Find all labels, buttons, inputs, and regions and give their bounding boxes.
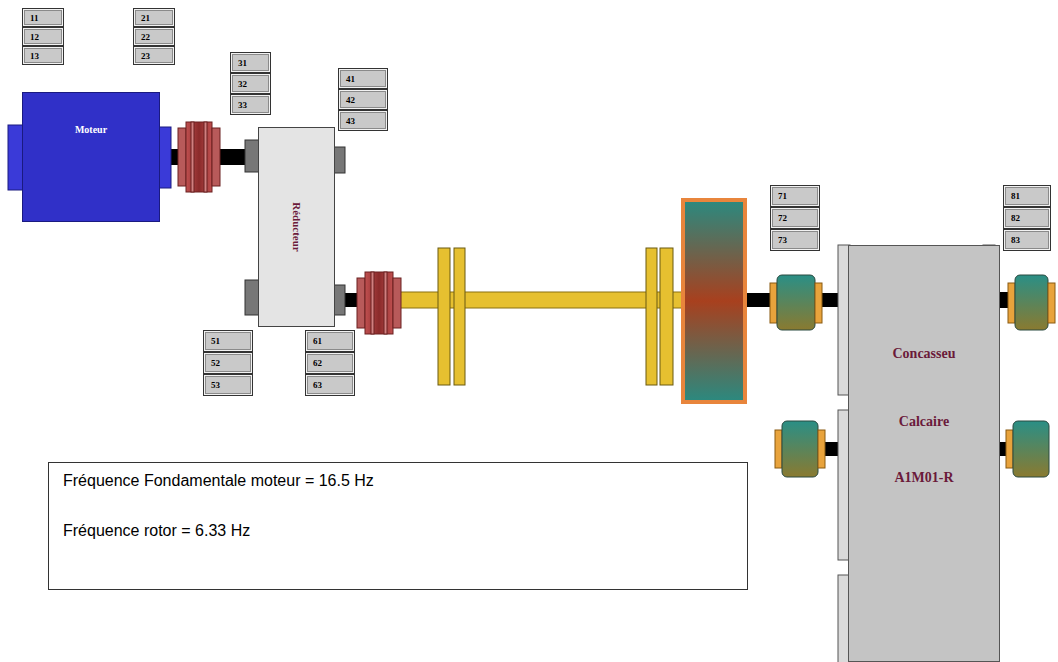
callout-box: 61 [305,330,355,352]
callout-number: 52 [211,358,220,368]
callout-number: 21 [141,13,150,23]
callout-box: 72 [770,207,820,229]
callout-number: 81 [1011,191,1020,201]
callout-number: 12 [30,32,39,42]
callout-box: 62 [305,352,355,374]
callout-box: 73 [770,229,820,251]
callout-box: 42 [338,89,388,110]
callout-number: 31 [238,58,247,68]
callout-number: 22 [141,32,150,42]
callout-number: 71 [778,191,787,201]
callout-box: 53 [203,374,253,396]
callout-box: 52 [203,352,253,374]
callout-number: 73 [778,235,787,245]
callout-box: 71 [770,185,820,207]
gearbox-label: Réducteur [291,202,303,252]
crusher-label: A1M01-R [849,469,999,486]
callout-number: 82 [1011,213,1020,223]
crusher-box: ConcasseuCalcaireA1M01-R [848,245,1000,662]
gearbox-box: Réducteur [258,127,335,327]
callout-box: 43 [338,110,388,131]
callout-box: 63 [305,374,355,396]
callout-box: 22 [133,27,175,46]
callout-box: 12 [22,27,64,46]
callout-box: 32 [230,73,271,94]
callout-box: 51 [203,330,253,352]
callout-number: 11 [30,13,39,23]
callout-box: 21 [133,8,175,27]
callout-box: 82 [1003,207,1051,229]
motor-box: Moteur [22,92,160,222]
callout-number: 63 [313,380,322,390]
motor-label: Moteur [75,124,107,135]
callout-box: 23 [133,46,175,65]
callout-box: 11 [22,8,64,27]
callout-box: 13 [22,46,64,65]
frequency-note-box: Fréquence Fondamentale moteur = 16.5 Hz F… [48,462,748,590]
callout-number: 41 [346,74,355,84]
callout-number: 51 [211,336,220,346]
callout-number: 33 [238,100,247,110]
callout-number: 83 [1011,235,1020,245]
callout-box: 83 [1003,229,1051,251]
callout-number: 72 [778,213,787,223]
callout-box: 33 [230,94,271,115]
callout-number: 53 [211,380,220,390]
callout-number: 13 [30,51,39,61]
frequency-note: Fréquence Fondamentale moteur = 16.5 Hz [63,471,733,491]
callout-number: 32 [238,79,247,89]
frequency-note: Fréquence rotor = 6.33 Hz [63,521,733,541]
callout-number: 43 [346,116,355,126]
callout-number: 42 [346,95,355,105]
callout-box: 41 [338,68,388,89]
callout-number: 23 [141,51,150,61]
callout-number: 61 [313,336,322,346]
callout-box: 31 [230,52,271,73]
crusher-label: Calcaire [849,413,999,430]
callout-number: 62 [313,358,322,368]
crusher-label: Concasseu [849,345,999,362]
callout-box: 81 [1003,185,1051,207]
